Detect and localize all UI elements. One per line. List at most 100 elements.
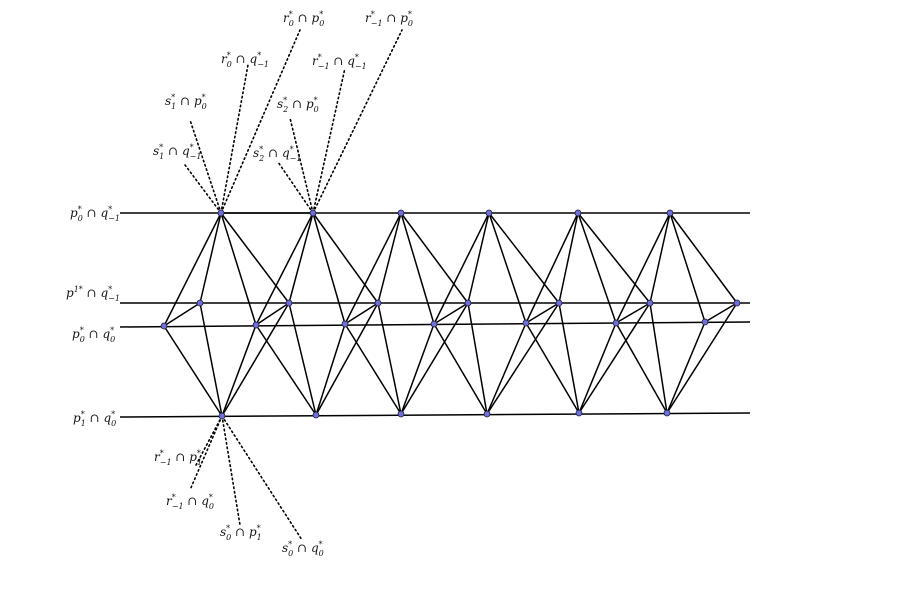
- edge-top-5-2: [649, 212, 671, 304]
- dotted-s1-p0: [189, 119, 222, 214]
- edge-bot-1-3: [315, 302, 379, 416]
- diagram-lines: [119, 212, 751, 418]
- edge-top-1-3: [312, 212, 379, 304]
- label-L3: p*0 ∩ q*0: [72, 326, 115, 344]
- edge-top-1-0: [255, 212, 314, 326]
- edge-bot-3-0: [433, 323, 488, 415]
- dotted-s0-q0: [221, 415, 303, 541]
- edge-bot-2-1: [400, 323, 435, 415]
- edge-top-3-0: [433, 212, 490, 325]
- node-4: [574, 209, 582, 217]
- edge-top-2-2: [377, 212, 402, 304]
- node-23: [522, 319, 530, 327]
- edge-link-4: [525, 302, 560, 324]
- edge-bot-5-2: [649, 302, 668, 414]
- label-T7: s*1 ∩ q*−1: [153, 143, 201, 161]
- edge-top-0-3: [220, 212, 290, 304]
- node-19: [160, 322, 168, 330]
- label-B2: r*−1 ∩ q*0: [166, 493, 214, 511]
- node-24: [612, 319, 620, 327]
- label-T8: s*2 ∩ q*−1: [253, 145, 301, 163]
- node-10: [575, 409, 583, 417]
- dotted-r-1-q-1: [312, 67, 346, 214]
- label-T6: s*2 ∩ p*0: [277, 96, 319, 114]
- node-3: [485, 209, 493, 217]
- node-17: [646, 299, 654, 307]
- node-0: [217, 209, 225, 217]
- edge-top-0-0: [163, 212, 222, 327]
- node-15: [464, 299, 472, 307]
- node-18: [733, 299, 741, 307]
- dotted-s2-q-1: [277, 161, 314, 214]
- diagram-nodes: [160, 209, 741, 420]
- edge-link-2: [344, 302, 379, 325]
- edge-bot-3-3: [486, 302, 560, 415]
- edge-bot-2-2: [377, 302, 402, 415]
- label-T3: r*0 ∩ q*−1: [221, 51, 269, 69]
- dotted-r0-q-1: [220, 64, 249, 214]
- label-B4: s*0 ∩ q*0: [282, 540, 324, 558]
- edge-top-0-2: [199, 212, 222, 304]
- edge-bot-3-2: [467, 302, 488, 415]
- edge-bot-0-3: [221, 302, 290, 417]
- node-5: [666, 209, 674, 217]
- node-2: [397, 209, 405, 217]
- edge-top-3-2: [467, 212, 490, 304]
- edge-bot-3-1: [486, 322, 527, 415]
- edge-bot-0-0: [163, 325, 223, 417]
- edge-bot-4-2: [558, 302, 580, 414]
- edge-bot-5-3: [666, 302, 738, 414]
- node-12: [196, 299, 204, 307]
- node-16: [555, 299, 563, 307]
- edge-bot-2-0: [344, 323, 402, 415]
- label-L1: p*0 ∩ q*−1: [70, 205, 120, 223]
- edge-top-4-1: [577, 212, 617, 324]
- edge-top-4-2: [558, 212, 579, 304]
- edge-top-1-1: [312, 212, 346, 325]
- node-6: [218, 412, 226, 420]
- node-25: [701, 318, 709, 326]
- edge-bot-1-2: [288, 302, 317, 416]
- edge-bot-0-1: [221, 324, 257, 417]
- edge-bot-1-0: [255, 324, 317, 416]
- line-p1-q0: [119, 412, 751, 418]
- diagram-labels: p*0 ∩ q*−1 p1* ∩ q*−1 p*0 ∩ q*0 p*1 ∩ q*0 r*…: [66, 10, 413, 558]
- edge-bot-4-0: [525, 322, 580, 414]
- edge-bot-4-3: [578, 302, 651, 414]
- label-B3: s*0 ∩ p*1: [220, 524, 262, 542]
- dotted-lines: [184, 29, 403, 541]
- edge-top-5-3: [669, 212, 738, 304]
- label-L4: p*1 ∩ q*0: [73, 410, 116, 428]
- label-L2: p1* ∩ q*−1: [66, 285, 120, 303]
- label-B1: r*−1 ∩ p*1: [154, 449, 202, 467]
- node-1: [309, 209, 317, 217]
- dotted-s1-q-1: [184, 164, 222, 214]
- edge-link-6: [704, 302, 738, 323]
- edge-top-0-1: [220, 212, 257, 326]
- edge-top-4-3: [577, 212, 651, 304]
- label-T5: s*1 ∩ p*0: [165, 93, 207, 111]
- edge-top-2-1: [400, 212, 435, 325]
- node-20: [252, 321, 260, 329]
- label-T4: r*−1 ∩ q*−1: [312, 53, 367, 71]
- edge-top-4-0: [525, 212, 579, 324]
- edge-bot-4-1: [578, 322, 617, 414]
- node-9: [483, 410, 491, 418]
- edge-bot-2-3: [400, 302, 469, 415]
- label-T2: r*−1 ∩ p*0: [365, 10, 413, 28]
- node-22: [430, 320, 438, 328]
- edge-bot-1-1: [315, 323, 346, 416]
- dotted-r-1-q0: [189, 415, 223, 491]
- edge-link-1: [255, 302, 290, 326]
- edge-bot-0-2: [199, 302, 223, 417]
- edge-link-0: [163, 302, 201, 327]
- node-8: [397, 410, 405, 418]
- dotted-r0-p0: [220, 29, 301, 214]
- edge-link-3: [433, 302, 469, 325]
- node-7: [312, 411, 320, 419]
- edge-top-5-0: [615, 212, 671, 324]
- node-14: [374, 299, 382, 307]
- edge-top-2-3: [400, 212, 469, 304]
- dotted-s0-p1: [221, 415, 241, 526]
